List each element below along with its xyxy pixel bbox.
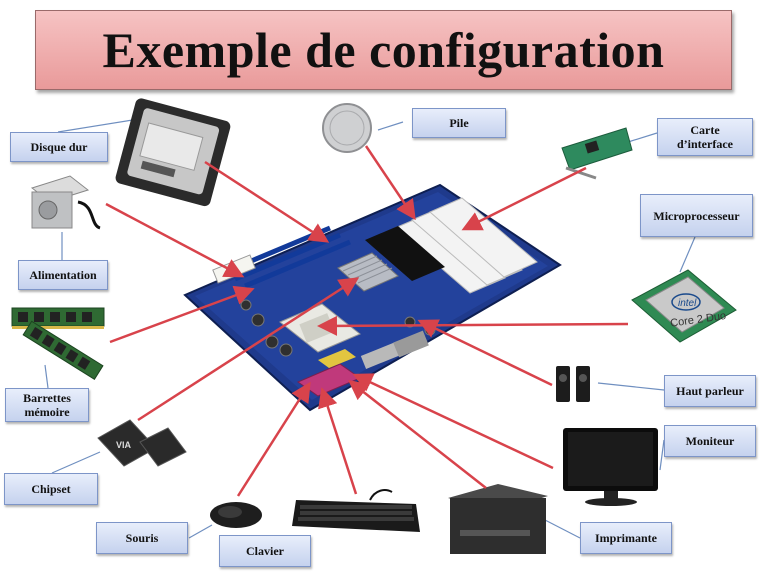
chipset-image: VIA (98, 420, 186, 466)
label-clavier: Clavier (219, 535, 311, 567)
monitor-image (563, 428, 658, 506)
label-alimentation: Alimentation (18, 260, 108, 290)
label-haut-parleur: Haut parleur (664, 375, 756, 407)
network-card-image (562, 128, 632, 178)
label-souris: Souris (96, 522, 188, 554)
label-imprimante: Imprimante (580, 522, 672, 554)
label-disque-dur: Disque dur (10, 132, 108, 162)
cpu-image: intel Core 2 Duo (632, 270, 736, 342)
mouse-image (210, 502, 262, 528)
speakers-image (556, 366, 590, 402)
keyboard-image (292, 490, 420, 532)
label-chipset: Chipset (4, 473, 98, 505)
printer-image (448, 484, 548, 554)
ram-image (12, 308, 104, 379)
power-supply-image (32, 176, 100, 228)
label-barrettes-memoire: Barrettes mémoire (5, 388, 89, 422)
motherboard-image (185, 185, 560, 410)
hard-disk-image (114, 97, 231, 207)
chip-brand: VIA (116, 440, 132, 450)
battery-image (323, 104, 371, 152)
label-microprocesseur: Microprocesseur (640, 194, 753, 237)
label-moniteur: Moniteur (664, 425, 756, 457)
cpu-brand: intel (678, 298, 697, 309)
label-carte-interface: Carte d’interface (657, 118, 753, 156)
label-pile: Pile (412, 108, 506, 138)
